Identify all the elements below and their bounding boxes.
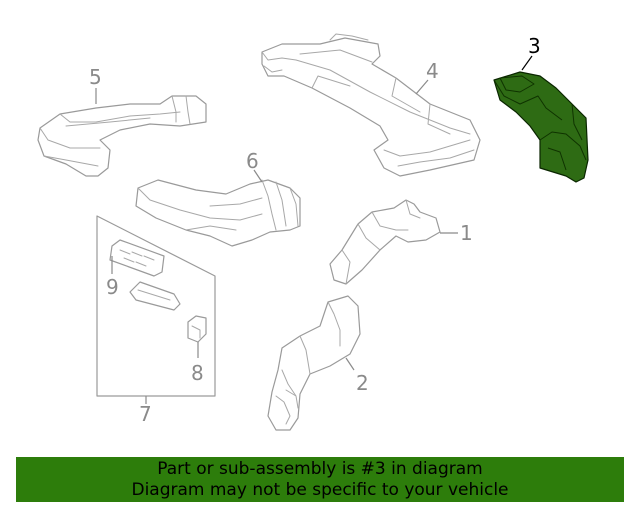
banner-line-disclaimer: Diagram may not be specific to your vehi… <box>131 480 509 500</box>
callout-2: 2 <box>356 371 369 395</box>
callout-9: 9 <box>106 275 119 299</box>
part-9-grille[interactable] <box>109 239 165 277</box>
parts-diagram: 1 2 3 4 5 6 7 8 9 <box>37 33 589 431</box>
part-5-duct[interactable] <box>37 95 207 177</box>
leader-line-6 <box>253 169 263 183</box>
leader-line-2 <box>345 357 355 371</box>
part-8-clip[interactable] <box>187 315 207 343</box>
part-7-trim-piece[interactable] <box>129 281 181 311</box>
callout-6: 6 <box>246 149 259 173</box>
banner-line-part-number: Part or sub-assembly is #3 in diagram <box>157 459 483 479</box>
callout-3: 3 <box>528 34 541 58</box>
callout-8: 8 <box>191 361 204 385</box>
part-6-duct[interactable] <box>135 179 301 247</box>
callout-7: 7 <box>139 402 152 426</box>
callout-4: 4 <box>426 59 439 83</box>
part-4-duct[interactable] <box>261 33 481 177</box>
part-3-duct-highlighted[interactable] <box>493 71 589 183</box>
leader-line-3 <box>521 55 533 71</box>
part-1-duct[interactable] <box>329 199 441 285</box>
part-notice-banner: Part or sub-assembly is #3 in diagram Di… <box>16 457 624 502</box>
leader-line-4 <box>415 79 429 95</box>
callout-1: 1 <box>460 221 473 245</box>
callout-5: 5 <box>89 65 102 89</box>
part-2-duct[interactable] <box>267 295 361 431</box>
